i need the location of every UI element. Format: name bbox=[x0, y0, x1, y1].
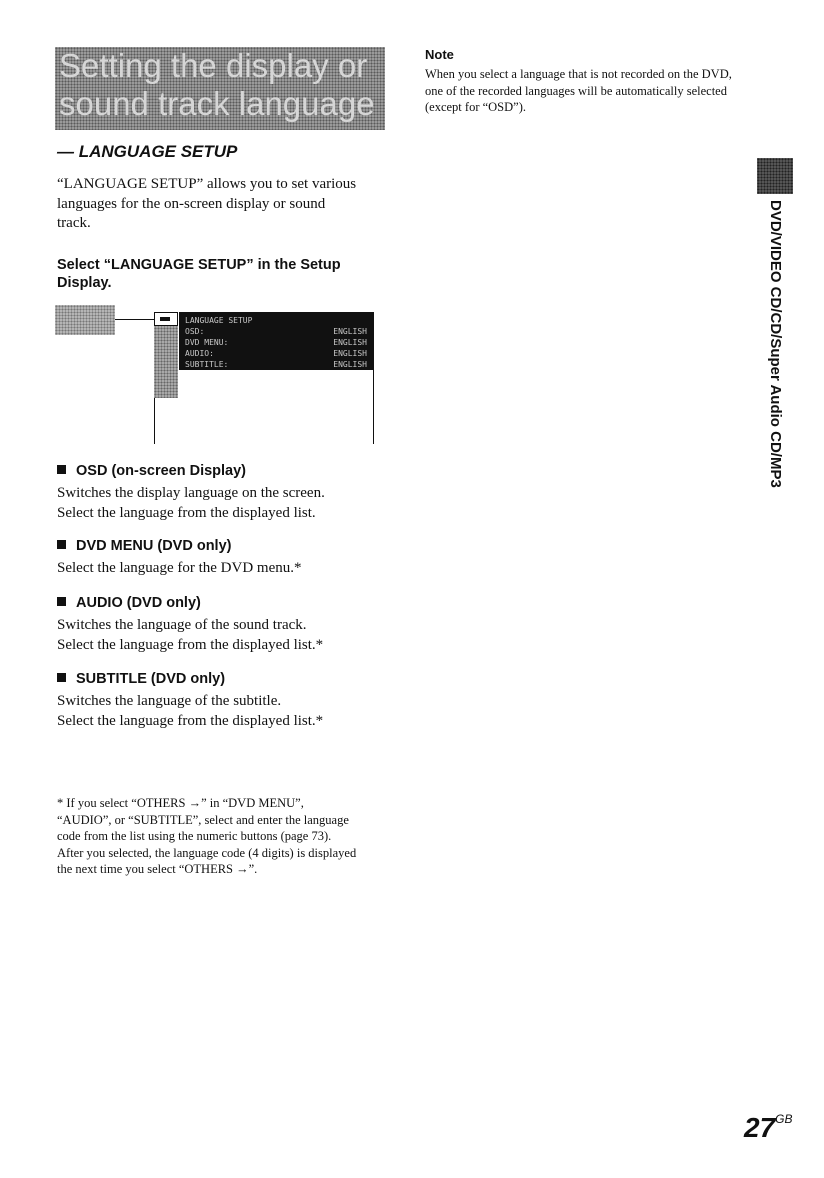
footnote: * If you select “OTHERS →” in “DVD MENU”… bbox=[57, 796, 357, 876]
screen-row-label: LANGUAGE SETUP bbox=[185, 316, 253, 325]
setup-display-illustration: LANGUAGE SETUP OSD: ENGLISH DVD MENU: EN… bbox=[55, 305, 385, 445]
screen-row-value: ENGLISH bbox=[333, 349, 367, 358]
screen-row: LANGUAGE SETUP bbox=[185, 315, 367, 326]
item-line: Switches the language of the sound track… bbox=[57, 617, 307, 633]
screen-row-label: DVD MENU: bbox=[185, 338, 229, 347]
menu-icon-column bbox=[154, 312, 178, 398]
screen-row-label: AUDIO: bbox=[185, 349, 214, 358]
selected-menu-icon bbox=[154, 312, 178, 326]
screen-row: DVD MENU: ENGLISH bbox=[185, 337, 367, 348]
item-line: Select the language from the displayed l… bbox=[57, 712, 324, 729]
section-heading: — LANGUAGE SETUP bbox=[57, 142, 238, 161]
screen-frame-left bbox=[154, 398, 155, 444]
screen-row-label: SUBTITLE: bbox=[185, 360, 229, 369]
page-number-value: 27 bbox=[744, 1112, 776, 1143]
screen-row-value: ENGLISH bbox=[333, 338, 367, 347]
screen-row-label: OSD: bbox=[185, 327, 205, 336]
item-line: Select the language for the DVD menu.* bbox=[57, 560, 302, 576]
item-audio: AUDIO (DVD only) Switches the language o… bbox=[57, 594, 387, 655]
callout-box bbox=[55, 305, 115, 335]
title-banner: Setting the display or sound track langu… bbox=[55, 47, 385, 130]
screen-row: AUDIO: ENGLISH bbox=[185, 348, 367, 359]
screen-frame-right bbox=[373, 312, 374, 444]
bullet-icon bbox=[57, 673, 66, 682]
note-text: When you select a language that is not r… bbox=[425, 67, 732, 114]
page-number-suffix: GB bbox=[775, 1112, 793, 1126]
side-tab-marker bbox=[757, 158, 793, 194]
page-number: 27GB bbox=[744, 1112, 793, 1144]
bullet-icon bbox=[57, 540, 66, 549]
instruction-text: Select “LANGUAGE SETUP” in the Setup Dis… bbox=[57, 257, 341, 291]
item-line: Select the language from the displayed l… bbox=[57, 504, 316, 521]
screen-row-value: ENGLISH bbox=[333, 360, 367, 369]
note-heading: Note bbox=[425, 47, 454, 62]
screen-row: SUBTITLE: ENGLISH bbox=[185, 359, 367, 370]
item-heading: AUDIO (DVD only) bbox=[76, 595, 201, 611]
side-section-label: DVD/VIDEO CD/CD/Super Audio CD/MP3 bbox=[767, 200, 784, 488]
item-line: Switches the display language on the scr… bbox=[57, 485, 325, 501]
item-line: Switches the language of the subtitle. bbox=[57, 693, 282, 709]
item-heading: OSD (on-screen Display) bbox=[76, 463, 247, 479]
screen-row-value: ENGLISH bbox=[333, 327, 367, 336]
intro-paragraph: “LANGUAGE SETUP” allows you to set vario… bbox=[57, 176, 357, 231]
bullet-icon bbox=[57, 597, 66, 606]
title-line-2: sound track language bbox=[59, 85, 375, 122]
screen-row: OSD: ENGLISH bbox=[185, 326, 367, 337]
screen-panel: LANGUAGE SETUP OSD: ENGLISH DVD MENU: EN… bbox=[179, 312, 373, 370]
item-subtitle: SUBTITLE (DVD only) Switches the languag… bbox=[57, 670, 387, 731]
item-dvd-menu: DVD MENU (DVD only) Select the language … bbox=[57, 537, 387, 579]
bullet-icon bbox=[57, 465, 66, 474]
item-heading: SUBTITLE (DVD only) bbox=[76, 671, 226, 687]
item-line: Select the language from the displayed l… bbox=[57, 636, 324, 653]
item-osd: OSD (on-screen Display) Switches the dis… bbox=[57, 462, 387, 523]
title-line-1: Setting the display or bbox=[59, 47, 368, 84]
item-heading: DVD MENU (DVD only) bbox=[76, 538, 232, 554]
callout-line bbox=[115, 319, 171, 320]
